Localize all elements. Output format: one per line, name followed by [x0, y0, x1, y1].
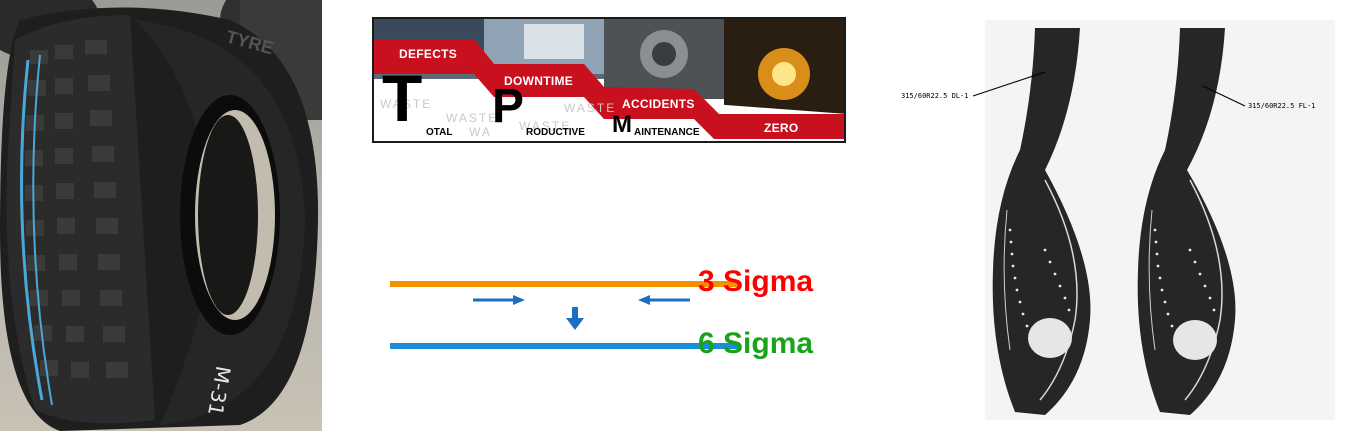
tpm-label-defects: DEFECTS [399, 47, 458, 61]
cross-section-left [992, 28, 1091, 415]
arrow-down-head-icon [566, 318, 584, 330]
six-sigma-label: 6 Sigma [698, 327, 814, 360]
sigma-arrows [473, 295, 690, 330]
tpm-waste-word: WASTE [380, 97, 433, 111]
cross-section-illustration [972, 20, 1335, 420]
tpm-letter-t: T [382, 61, 423, 135]
tpm-waste-word: WASTE [564, 101, 617, 115]
tpm-label-downtime: DOWNTIME [504, 74, 574, 88]
cross-section-right [1137, 28, 1236, 415]
sigma-graphic: 3 Sigma 6 Sigma [380, 255, 840, 375]
tire-cross-section-photo: 315/60R22.5 DL-1 315/60R22.5 FL-1 [895, 20, 1335, 420]
tpm-label-zero: ZERO [764, 121, 799, 135]
three-sigma-line [390, 281, 740, 287]
tpm-waste-word: WA [469, 125, 492, 139]
bead-bundle-right [1173, 320, 1217, 360]
tire-photo: TYRE M-31 [0, 0, 322, 431]
six-sigma-line [390, 343, 740, 349]
tpm-waste-word: WASTE [519, 119, 572, 133]
bead-bundle-left [1028, 318, 1072, 358]
leader-line-right [1202, 85, 1246, 107]
tpm-word-maintenance: AINTENANCE [634, 127, 700, 138]
tpm-word-total: OTAL [426, 127, 453, 138]
tire-illustration: TYRE M-31 [0, 0, 322, 431]
arrow-right-head-icon [513, 295, 525, 305]
tpm-letter-m: M [612, 111, 632, 138]
tpm-waste-word: WASTE [446, 111, 499, 125]
tpm-word-productive: RODUCTIVE [526, 127, 585, 138]
tpm-label-accidents: ACCIDENTS [622, 97, 695, 111]
cross-section-tag-right: 315/60R22.5 FL-1 [1248, 102, 1316, 110]
bead-wires-right [1153, 228, 1216, 328]
bead-wires-left [1008, 228, 1071, 328]
cross-section-tag-left: 315/60R22.5 DL-1 [901, 92, 969, 100]
tpm-letter-p: P [492, 80, 525, 133]
arrow-down-icon [572, 307, 578, 319]
arrow-left-head-icon [638, 295, 650, 305]
leader-line-left [972, 71, 1046, 97]
tpm-banner-graphic [374, 19, 844, 141]
tpm-banner: DEFECTS DOWNTIME ACCIDENTS ZERO WASTE WA… [372, 17, 846, 143]
three-sigma-label: 3 Sigma [698, 265, 814, 298]
